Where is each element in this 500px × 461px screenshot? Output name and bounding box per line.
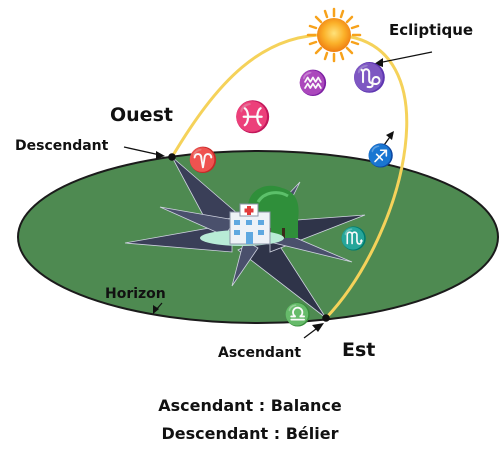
aquarius-icon: ♒ xyxy=(298,69,328,97)
ascendant-label: Ascendant xyxy=(218,345,301,361)
descendant-label: Descendant xyxy=(15,138,109,154)
libra-icon: ♎ xyxy=(284,302,311,328)
ecliptic-arrow xyxy=(374,51,433,67)
east-label: Est xyxy=(342,339,375,361)
sagittarius-icon: ♐ xyxy=(367,143,394,169)
ecliptic-arc xyxy=(170,33,409,320)
descendant-summary: Descendant : Bélier xyxy=(161,424,339,443)
horizon-label: Horizon xyxy=(105,286,166,302)
horizon-arrow xyxy=(153,302,163,314)
scorpio-icon: ♏ xyxy=(340,226,367,252)
ascendant-summary: Ascendant : Balance xyxy=(158,396,342,415)
ascendant-point xyxy=(322,314,330,322)
descendant-point xyxy=(168,153,176,161)
sagittarius-arrow xyxy=(371,131,394,163)
ecliptic-label: Ecliptique xyxy=(389,21,473,39)
sun-icon xyxy=(306,7,362,63)
ascendant-arrow xyxy=(303,323,324,339)
capricorn-icon: ♑ xyxy=(352,61,387,94)
west-label: Ouest xyxy=(110,104,173,126)
aries-icon: ♈ xyxy=(188,146,218,174)
hospital-icon xyxy=(200,203,284,246)
pisces-icon: ♓ xyxy=(234,99,271,135)
descendant-arrow xyxy=(123,146,165,159)
